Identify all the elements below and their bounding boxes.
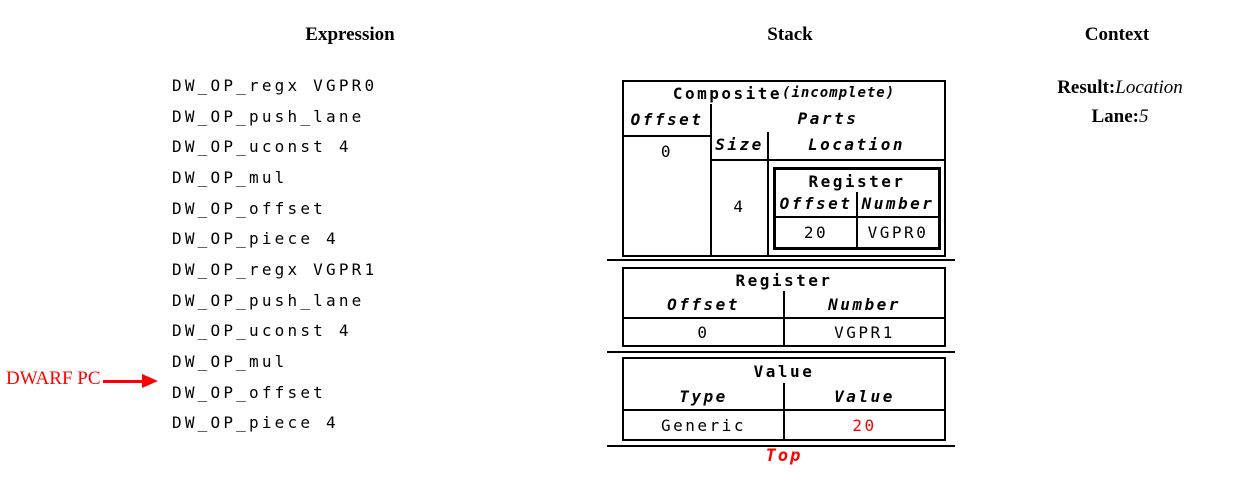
stack-entry-register: Register Offset Number 0 VGPR1 xyxy=(622,267,946,347)
value-value-header: Value xyxy=(834,386,895,406)
register-offset-value: 0 xyxy=(697,322,710,342)
composite-parts-underline xyxy=(712,159,944,161)
stack-separator xyxy=(607,259,955,261)
value-value-value: 20 xyxy=(852,415,877,435)
composite-parts-header: Parts xyxy=(797,108,859,128)
stack-entry-composite: Composite(incomplete) Offset 0 Parts Siz… xyxy=(622,80,946,257)
register-header-underline xyxy=(624,317,944,319)
expression-op: DW_OP_offset xyxy=(172,382,326,402)
stack-column-title: Stack xyxy=(767,24,813,45)
context-lane-value: 5 xyxy=(1139,106,1149,127)
dwarf-pc-arrow-icon xyxy=(142,374,158,388)
expression-op: DW_OP_regx VGPR1 xyxy=(172,259,378,279)
composite-offset-value: 0 xyxy=(660,141,674,161)
stack-entry-value: Value Type Value Generic 20 xyxy=(622,357,946,441)
stack-part-register-table: Register Offset Number 20 VGPR0 xyxy=(773,167,941,250)
expression-op: DW_OP_mul xyxy=(172,352,288,372)
expression-op: DW_OP_regx VGPR0 xyxy=(172,75,378,95)
context-lane-line: Lane:5 xyxy=(1092,106,1149,128)
context-result-label: Result: xyxy=(1057,77,1116,98)
expression-op: DW_OP_push_lane xyxy=(172,290,365,310)
register-number-value: VGPR1 xyxy=(834,322,895,342)
register-title: Register xyxy=(735,270,833,290)
composite-size-location-divider xyxy=(767,132,769,255)
context-column-title: Context xyxy=(1084,24,1150,45)
register-number-header: Number xyxy=(828,294,901,314)
stack-separator xyxy=(607,445,955,447)
context-result-line: Result:Location xyxy=(1057,77,1183,99)
expression-op: DW_OP_push_lane xyxy=(172,106,365,126)
composite-location-header: Location xyxy=(807,134,906,154)
expression-column-title: Expression xyxy=(305,24,395,45)
composite-size-header: Size xyxy=(715,134,764,154)
composite-title: Composite(incomplete) xyxy=(624,82,944,104)
part-register-offset-header: Offset xyxy=(779,194,853,213)
expression-op: DW_OP_uconst 4 xyxy=(172,137,352,157)
stack-top-label: Top xyxy=(765,446,803,466)
part-register-title: Register xyxy=(808,171,906,191)
stack-separator xyxy=(607,351,955,353)
context-lane-label: Lane: xyxy=(1091,106,1140,127)
composite-offset-underline xyxy=(624,135,710,137)
value-column-divider xyxy=(783,383,785,439)
composite-qualifier: (incomplete) xyxy=(782,85,896,101)
expression-op: DW_OP_offset xyxy=(172,198,326,218)
value-type-value: Generic xyxy=(661,415,746,435)
expression-op: DW_OP_piece 4 xyxy=(172,413,339,433)
context-result-value: Location xyxy=(1115,77,1183,98)
register-offset-header: Offset xyxy=(667,294,740,314)
part-register-column-divider xyxy=(856,192,858,247)
part-register-offset-value: 20 xyxy=(803,222,829,242)
composite-size-value: 4 xyxy=(733,196,746,216)
expression-op: DW_OP_mul xyxy=(172,167,288,187)
value-title: Value xyxy=(753,361,815,381)
composite-offset-parts-divider xyxy=(710,104,712,255)
expression-op: DW_OP_piece 4 xyxy=(172,229,339,249)
dwarf-pc-arrow-line xyxy=(103,380,143,383)
value-header-underline xyxy=(624,409,944,411)
part-register-number-header: Number xyxy=(861,194,935,213)
value-type-header: Type xyxy=(679,386,728,406)
part-register-number-value: VGPR0 xyxy=(867,222,929,242)
composite-title-text: Composite xyxy=(672,83,783,103)
expression-op-list: DW_OP_regx VGPR0 DW_OP_push_lane DW_OP_u… xyxy=(172,70,377,438)
expression-op: DW_OP_uconst 4 xyxy=(172,321,352,341)
part-register-header-underline xyxy=(776,216,938,218)
dwarf-pc-label: DWARF PC xyxy=(6,368,101,389)
composite-offset-header: Offset xyxy=(630,109,704,129)
